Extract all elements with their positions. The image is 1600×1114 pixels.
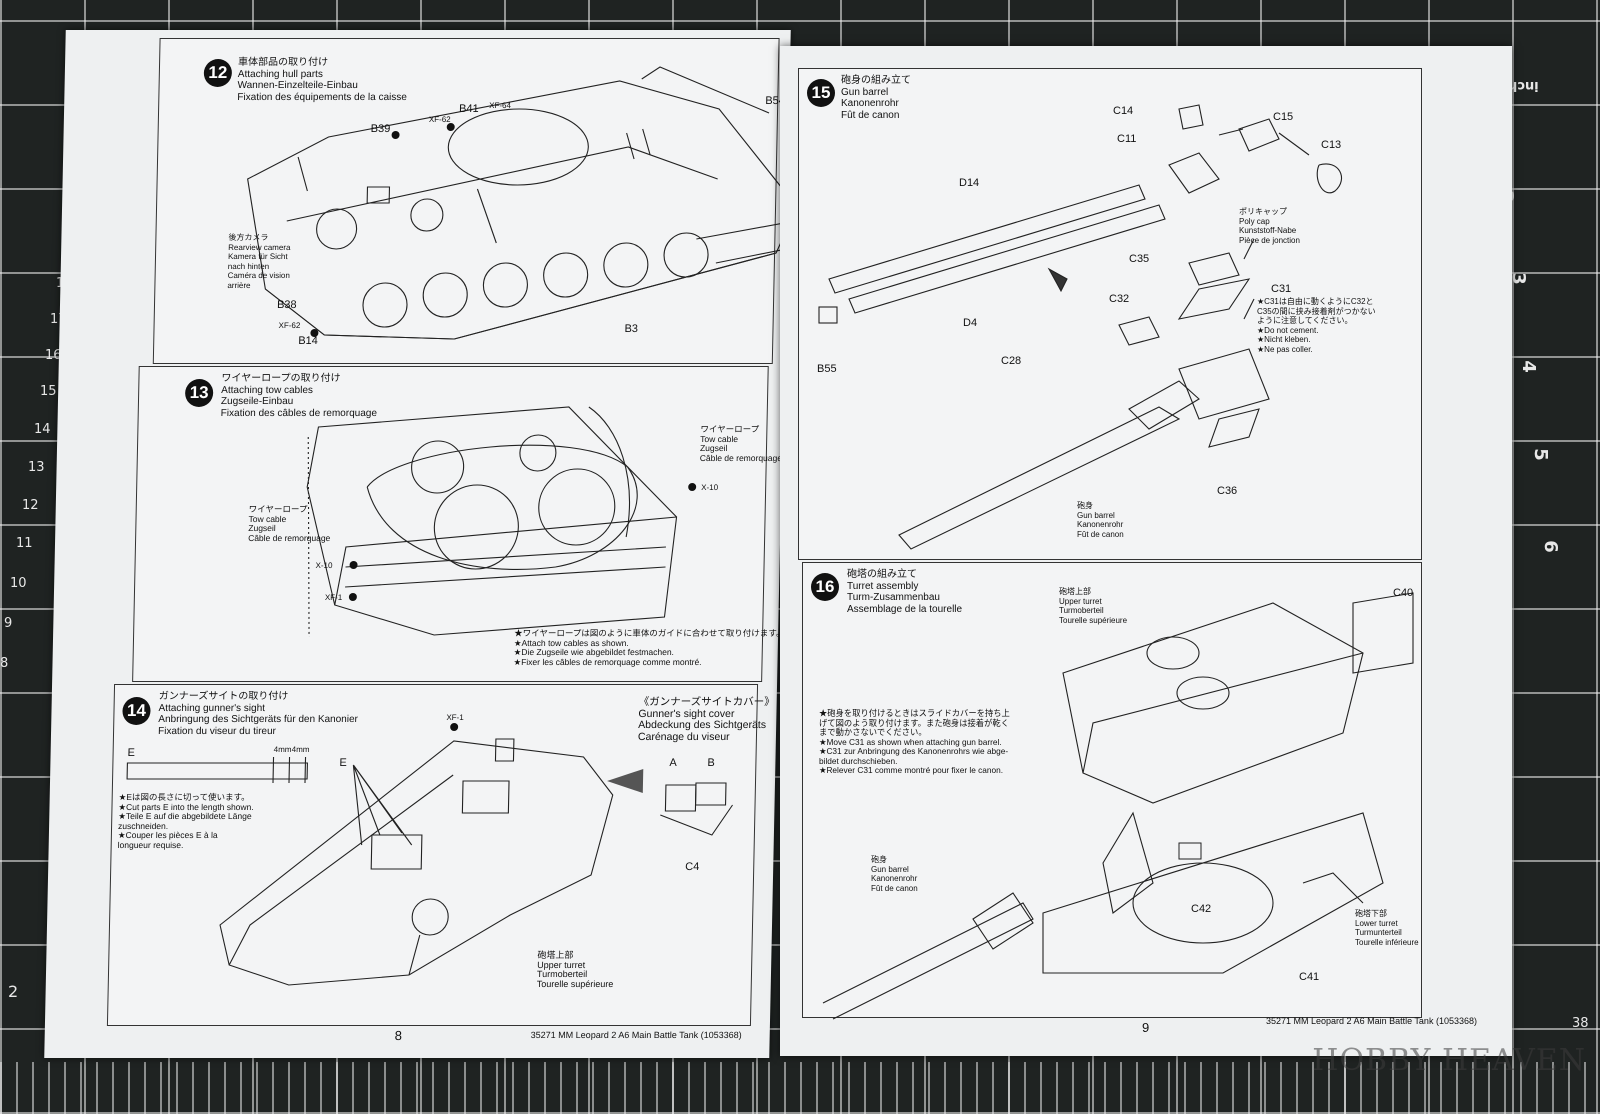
part-label: C28 — [1001, 355, 1022, 367]
part-label: B55 — [817, 363, 837, 375]
gun-barrel-drawing — [818, 104, 1342, 550]
ruler-tick-label: 2 — [8, 982, 19, 1001]
paint-label: XF-62 — [278, 321, 301, 330]
part-label: E — [339, 757, 347, 769]
ruler-bottom — [0, 1062, 1600, 1114]
part-label: B — [707, 757, 715, 769]
ruler-tick-label: 14 — [34, 422, 51, 437]
part-label: C40 — [1393, 587, 1414, 599]
part-label: D14 — [959, 177, 980, 189]
part-label: C11 — [1117, 133, 1137, 145]
cut-note: ★Eは図の長さに切って使います。★Cut parts E into the le… — [117, 792, 254, 850]
part-label: C42 — [1191, 903, 1212, 915]
part-label: C14 — [1113, 105, 1134, 117]
ruler-unit-label: inch — [1508, 78, 1539, 93]
paint-label: XF-1 — [324, 593, 343, 602]
page-number: 9 — [1142, 1020, 1150, 1035]
step-number: 16 — [811, 573, 839, 601]
tow-cable-note: ★ワイヤーロープは図のように車体のガイドに合わせて取り付けます。★Attach … — [513, 628, 785, 667]
paint-label: X-10 — [701, 483, 719, 492]
part-label: C35 — [1129, 253, 1150, 265]
ruler-tick-label: 6 — [1539, 540, 1561, 553]
gunner-sight-drawing — [126, 723, 733, 986]
paint-label: XF-1 — [446, 713, 464, 722]
part-label: B3 — [624, 323, 639, 335]
part-label: C15 — [1273, 111, 1294, 123]
watermark: HOBBY HEAVEN — [1312, 1043, 1586, 1078]
ruler-tick-label: 9 — [4, 616, 13, 631]
ruler-tick-label: 16 — [45, 348, 62, 363]
ruler-tick-label: 10 — [10, 576, 27, 591]
paint-label: X-10 — [315, 561, 333, 570]
turret-drawing — [822, 592, 1414, 1020]
paint-label: XF-64 — [489, 101, 512, 110]
page-footer: 35271 MM Leopard 2 A6 Main Battle Tank (… — [530, 1030, 742, 1040]
part-label: C4 — [685, 861, 700, 873]
part-label: C31 — [1271, 283, 1292, 295]
part-label: C36 — [1217, 485, 1238, 497]
part-label: C41 — [1299, 971, 1320, 983]
hull-drawing — [247, 66, 818, 340]
part-label: B14 — [298, 335, 318, 347]
ruler-tick-label: 4 — [1517, 360, 1539, 373]
part-label: B38 — [276, 299, 297, 311]
hull-rear-drawing — [306, 406, 697, 638]
part-label: A — [669, 757, 677, 769]
ruler-tick-label: 12 — [22, 498, 39, 513]
part-label: D4 — [963, 317, 978, 329]
step-number: 15 — [807, 79, 835, 107]
page-number: 8 — [394, 1028, 403, 1043]
ruler-tick-label: 11 — [16, 536, 33, 551]
paint-label: XF-62 — [428, 115, 451, 124]
turret-note: ★砲身を取り付けるときはスライドカバーを持ち上げて図のよう取り付けます。また砲身… — [819, 708, 1010, 775]
part-label: B41 — [458, 103, 479, 115]
ruler-tick-label: 15 — [40, 384, 57, 399]
ruler-tick-label: 5 — [1529, 448, 1551, 461]
part-label: C32 — [1109, 293, 1130, 305]
ruler-tick-label: 38 — [1572, 1016, 1589, 1031]
part-label: B39 — [370, 123, 391, 135]
ruler-tick-label: 8 — [0, 656, 9, 671]
ruler-tick-label: 13 — [28, 460, 45, 475]
part-label: C13 — [1321, 139, 1342, 151]
ruler-right: inch 1 2 3 4 5 6 2 37 38 — [1412, 0, 1600, 1114]
page-footer: 35271 MM Leopard 2 A6 Main Battle Tank (… — [1266, 1016, 1477, 1026]
